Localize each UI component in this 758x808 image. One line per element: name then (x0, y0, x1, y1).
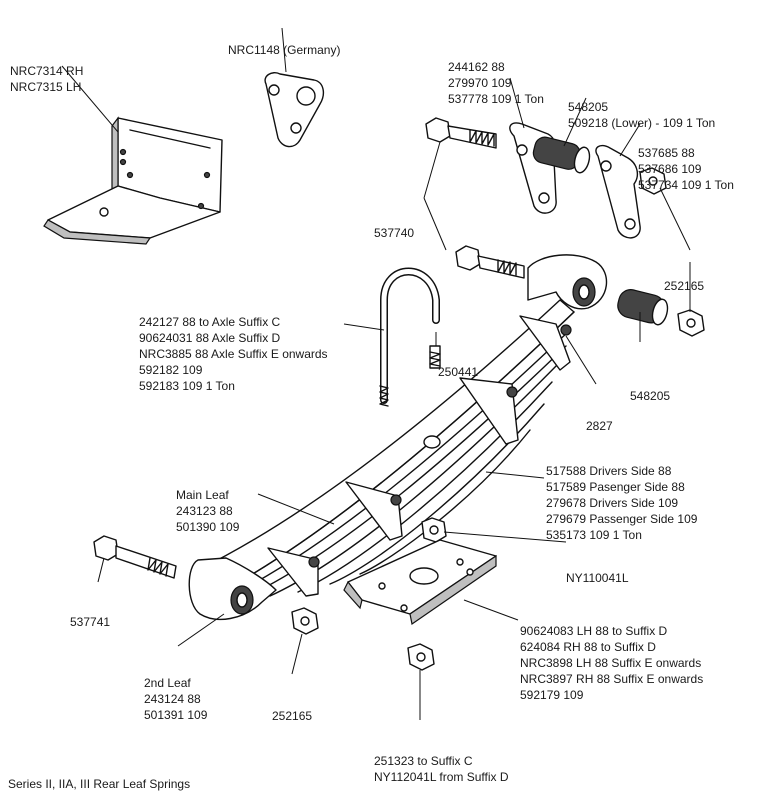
germany-plate (264, 72, 325, 148)
label-bush-lower: 548205 (630, 389, 671, 403)
nut-left (291, 607, 319, 635)
label-clip-bolt: 250441 (438, 365, 479, 379)
shackle-bolt-lower (455, 245, 525, 279)
nut-right-top (639, 167, 667, 195)
spring-eye-front (188, 557, 277, 621)
leaf-spring-stack (197, 299, 575, 597)
label-bolt-shackle: 537740 (374, 226, 415, 240)
label-centre-nut: NY110041L (566, 571, 629, 585)
label-clip: 2827 (586, 419, 613, 433)
label-plate-germany: NRC1148 (Germany) (228, 43, 341, 57)
label-nut-left: 252165 (272, 709, 313, 723)
bush-lower-part (617, 289, 669, 326)
shackle-assembly (509, 122, 641, 239)
clip-bolt (429, 345, 441, 369)
exploded-drawing (43, 27, 705, 720)
hanger-bracket (43, 116, 223, 245)
nut-right-bottom (677, 309, 705, 337)
centre-nut (421, 517, 447, 543)
label-eye-bolt: 537741 (70, 615, 111, 629)
label-nut-right: 252165 (664, 279, 705, 293)
eye-bolt (93, 535, 177, 579)
leader-lines (61, 27, 691, 720)
axle-plate (343, 539, 497, 626)
diagram-caption: Series II, IIA, III Rear Leaf Springs (8, 777, 191, 791)
shackle-bolt-top (425, 117, 497, 149)
ubolt-nut (407, 643, 435, 671)
spring-eye-rear (527, 254, 608, 310)
u-bolt (379, 267, 440, 407)
